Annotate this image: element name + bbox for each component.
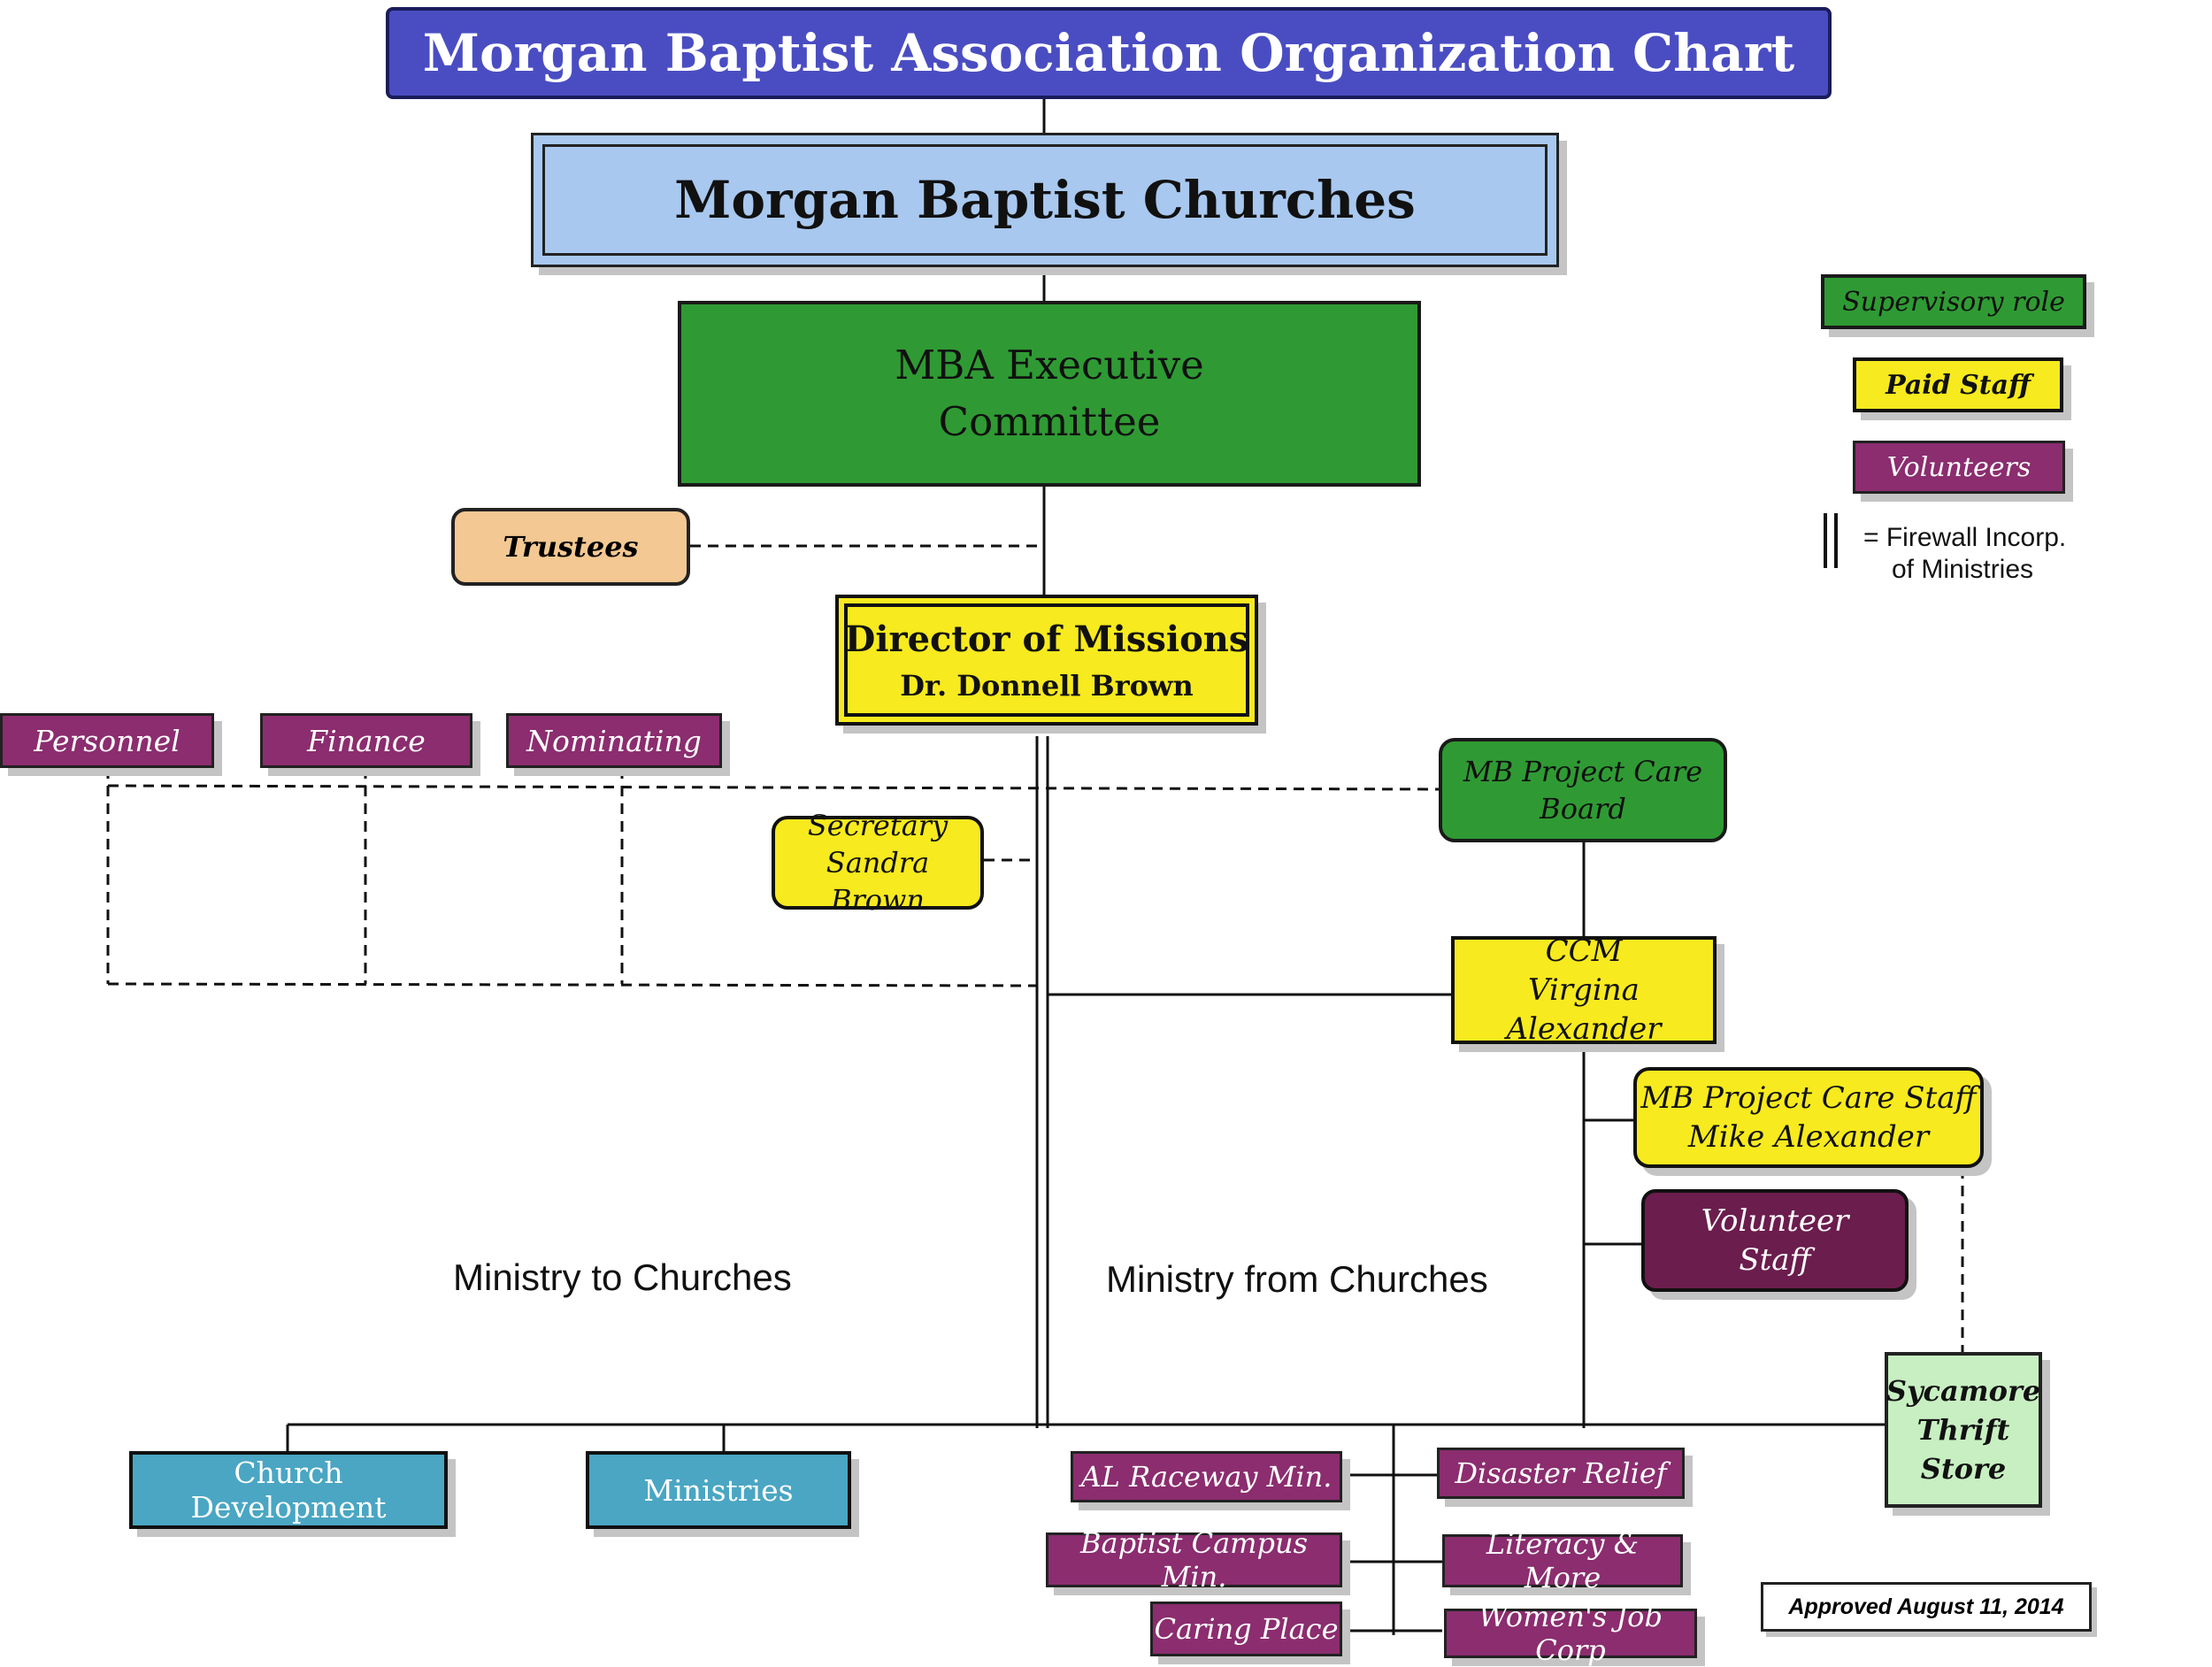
volunteer-staff-box: Volunteer Staff <box>1641 1189 1909 1292</box>
secretary-name: Sandra Brown <box>826 846 930 917</box>
ministries-box: Ministries <box>586 1451 851 1529</box>
al-raceway-label: AL Raceway Min. <box>1080 1460 1333 1494</box>
finance-label: Finance <box>307 723 426 758</box>
church-development-box: Church Development <box>129 1451 448 1529</box>
executive-committee-box: MBA Executive Committee <box>678 301 1421 487</box>
volunteer-staff-line2: Staff <box>1739 1242 1811 1278</box>
nominating-label: Nominating <box>526 723 702 758</box>
ministry-to-churches-label: Ministry to Churches <box>453 1256 792 1298</box>
approved-date-label: Approved August 11, 2014 <box>1788 1594 2064 1619</box>
chart-title: Morgan Baptist Association Organization … <box>386 7 1832 99</box>
ministry-from-churches-label: Ministry from Churches <box>1106 1258 1488 1300</box>
director-of-missions-box: Director of Missions Dr. Donnell Brown <box>835 595 1258 726</box>
literacy-label: Literacy & More <box>1486 1527 1640 1594</box>
thrift-store-line2: Thrift <box>1916 1413 2010 1447</box>
ccm-title: CCM <box>1545 933 1623 969</box>
approved-date-box: Approved August 11, 2014 <box>1761 1582 2092 1632</box>
project-care-staff-title: MB Project Care Staff <box>1640 1080 1977 1116</box>
ccm-name: Virgina Alexander <box>1506 972 1662 1047</box>
legend-volunteers: Volunteers <box>1853 441 2065 494</box>
project-care-staff-name: Mike Alexander <box>1687 1119 1930 1155</box>
legend-paid-staff: Paid Staff <box>1853 357 2063 412</box>
al-raceway-box: AL Raceway Min. <box>1071 1451 1342 1502</box>
director-name: Dr. Donnell Brown <box>900 668 1194 703</box>
thrift-store-box: Sycamore Thrift Store <box>1885 1352 2042 1508</box>
thrift-store-line3: Store <box>1920 1452 2007 1486</box>
trustees-label: Trustees <box>503 530 639 564</box>
volunteer-staff-line1: Volunteer <box>1701 1203 1849 1239</box>
thrift-store-line1: Sycamore <box>1886 1374 2041 1408</box>
baptist-campus-box: Baptist Campus Min. <box>1046 1526 1342 1594</box>
ministries-label: Ministries <box>643 1472 794 1508</box>
project-care-board-box: MB Project Care Board <box>1439 738 1727 842</box>
director-title: Director of Missions <box>844 618 1249 660</box>
chart-title-text: Morgan Baptist Association Organization … <box>422 23 1795 83</box>
project-care-staff-box: MB Project Care Staff Mike Alexander <box>1633 1067 1984 1168</box>
caring-place-box: Caring Place <box>1150 1602 1342 1656</box>
legend-firewall-text: = Firewall Incorp. of Ministries <box>1863 522 2066 586</box>
disaster-relief-box: Disaster Relief <box>1437 1448 1685 1499</box>
legend-supervisory-label: Supervisory role <box>1842 286 2065 318</box>
legend-supervisory: Supervisory role <box>1821 274 2086 329</box>
legend-paid-staff-label: Paid Staff <box>1886 369 2031 401</box>
personnel-label: Personnel <box>34 723 180 758</box>
executive-committee-line1: MBA Executive <box>895 342 1204 388</box>
churches-label: Morgan Baptist Churches <box>674 170 1416 230</box>
womens-job-corp-box: Women's Job Corp <box>1444 1600 1697 1667</box>
nominating-committee-box: Nominating <box>506 713 722 768</box>
secretary-box: Secretary Sandra Brown <box>772 809 984 917</box>
disaster-relief-label: Disaster Relief <box>1455 1456 1667 1490</box>
literacy-box: Literacy & More <box>1442 1527 1683 1594</box>
church-development-label: Church Development <box>190 1456 387 1525</box>
project-care-board-line1: MB Project Care <box>1463 755 1703 788</box>
trustees-box: Trustees <box>451 508 690 586</box>
caring-place-label: Caring Place <box>1154 1612 1339 1646</box>
legend-firewall-symbol <box>1824 513 1838 568</box>
executive-committee-line2: Committee <box>938 398 1161 445</box>
legend-volunteers-label: Volunteers <box>1886 451 2032 483</box>
finance-committee-box: Finance <box>260 713 472 768</box>
ccm-box: CCM Virgina Alexander <box>1451 933 1717 1047</box>
legend-firewall-line2: of Ministries <box>1892 555 2034 584</box>
legend-firewall-line1: = Firewall Incorp. <box>1863 523 2067 552</box>
project-care-board-line2: Board <box>1540 792 1626 826</box>
baptist-campus-label: Baptist Campus Min. <box>1079 1526 1309 1594</box>
morgan-baptist-churches-box: Morgan Baptist Churches <box>531 133 1559 267</box>
personnel-committee-box: Personnel <box>0 713 214 768</box>
womens-job-corp-label: Women's Job Corp <box>1479 1600 1663 1667</box>
secretary-title: Secretary <box>807 809 949 842</box>
